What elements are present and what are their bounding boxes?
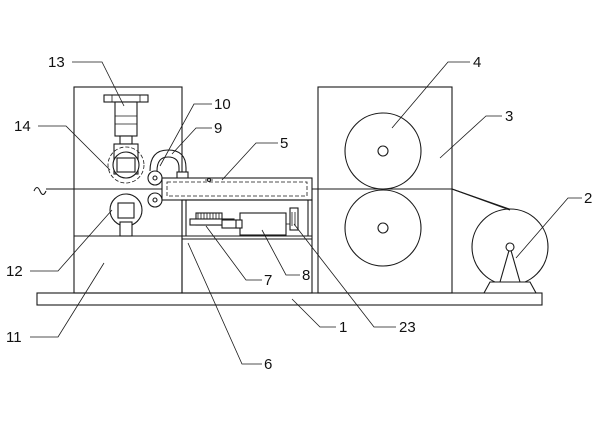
label-9: 9 — [214, 120, 222, 137]
label-2: 2 — [584, 190, 592, 207]
label-5: 5 — [280, 135, 288, 152]
upper-press-roller — [107, 146, 145, 184]
lower-press-roller — [109, 193, 143, 237]
gear — [189, 212, 239, 229]
label-11: 11 — [6, 329, 22, 346]
label-23: 23 — [399, 319, 416, 336]
bracket — [289, 207, 299, 231]
label-1: 1 — [339, 319, 347, 336]
label-7: 7 — [264, 272, 272, 289]
motor — [235, 212, 296, 236]
base-plate — [36, 292, 543, 306]
label-14: 14 — [14, 118, 31, 135]
label-8: 8 — [302, 267, 310, 284]
label-12: 12 — [6, 263, 23, 280]
label-10: 10 — [214, 96, 231, 113]
leader-lines — [30, 61, 582, 365]
lower-housing — [181, 199, 313, 294]
label-3: 3 — [505, 108, 513, 125]
label-6: 6 — [264, 356, 272, 373]
unwind-reel — [451, 188, 549, 294]
heating-box — [161, 177, 313, 201]
label-4: 4 — [473, 54, 481, 71]
right-cabinet — [317, 86, 453, 294]
label-13: 13 — [48, 54, 65, 71]
